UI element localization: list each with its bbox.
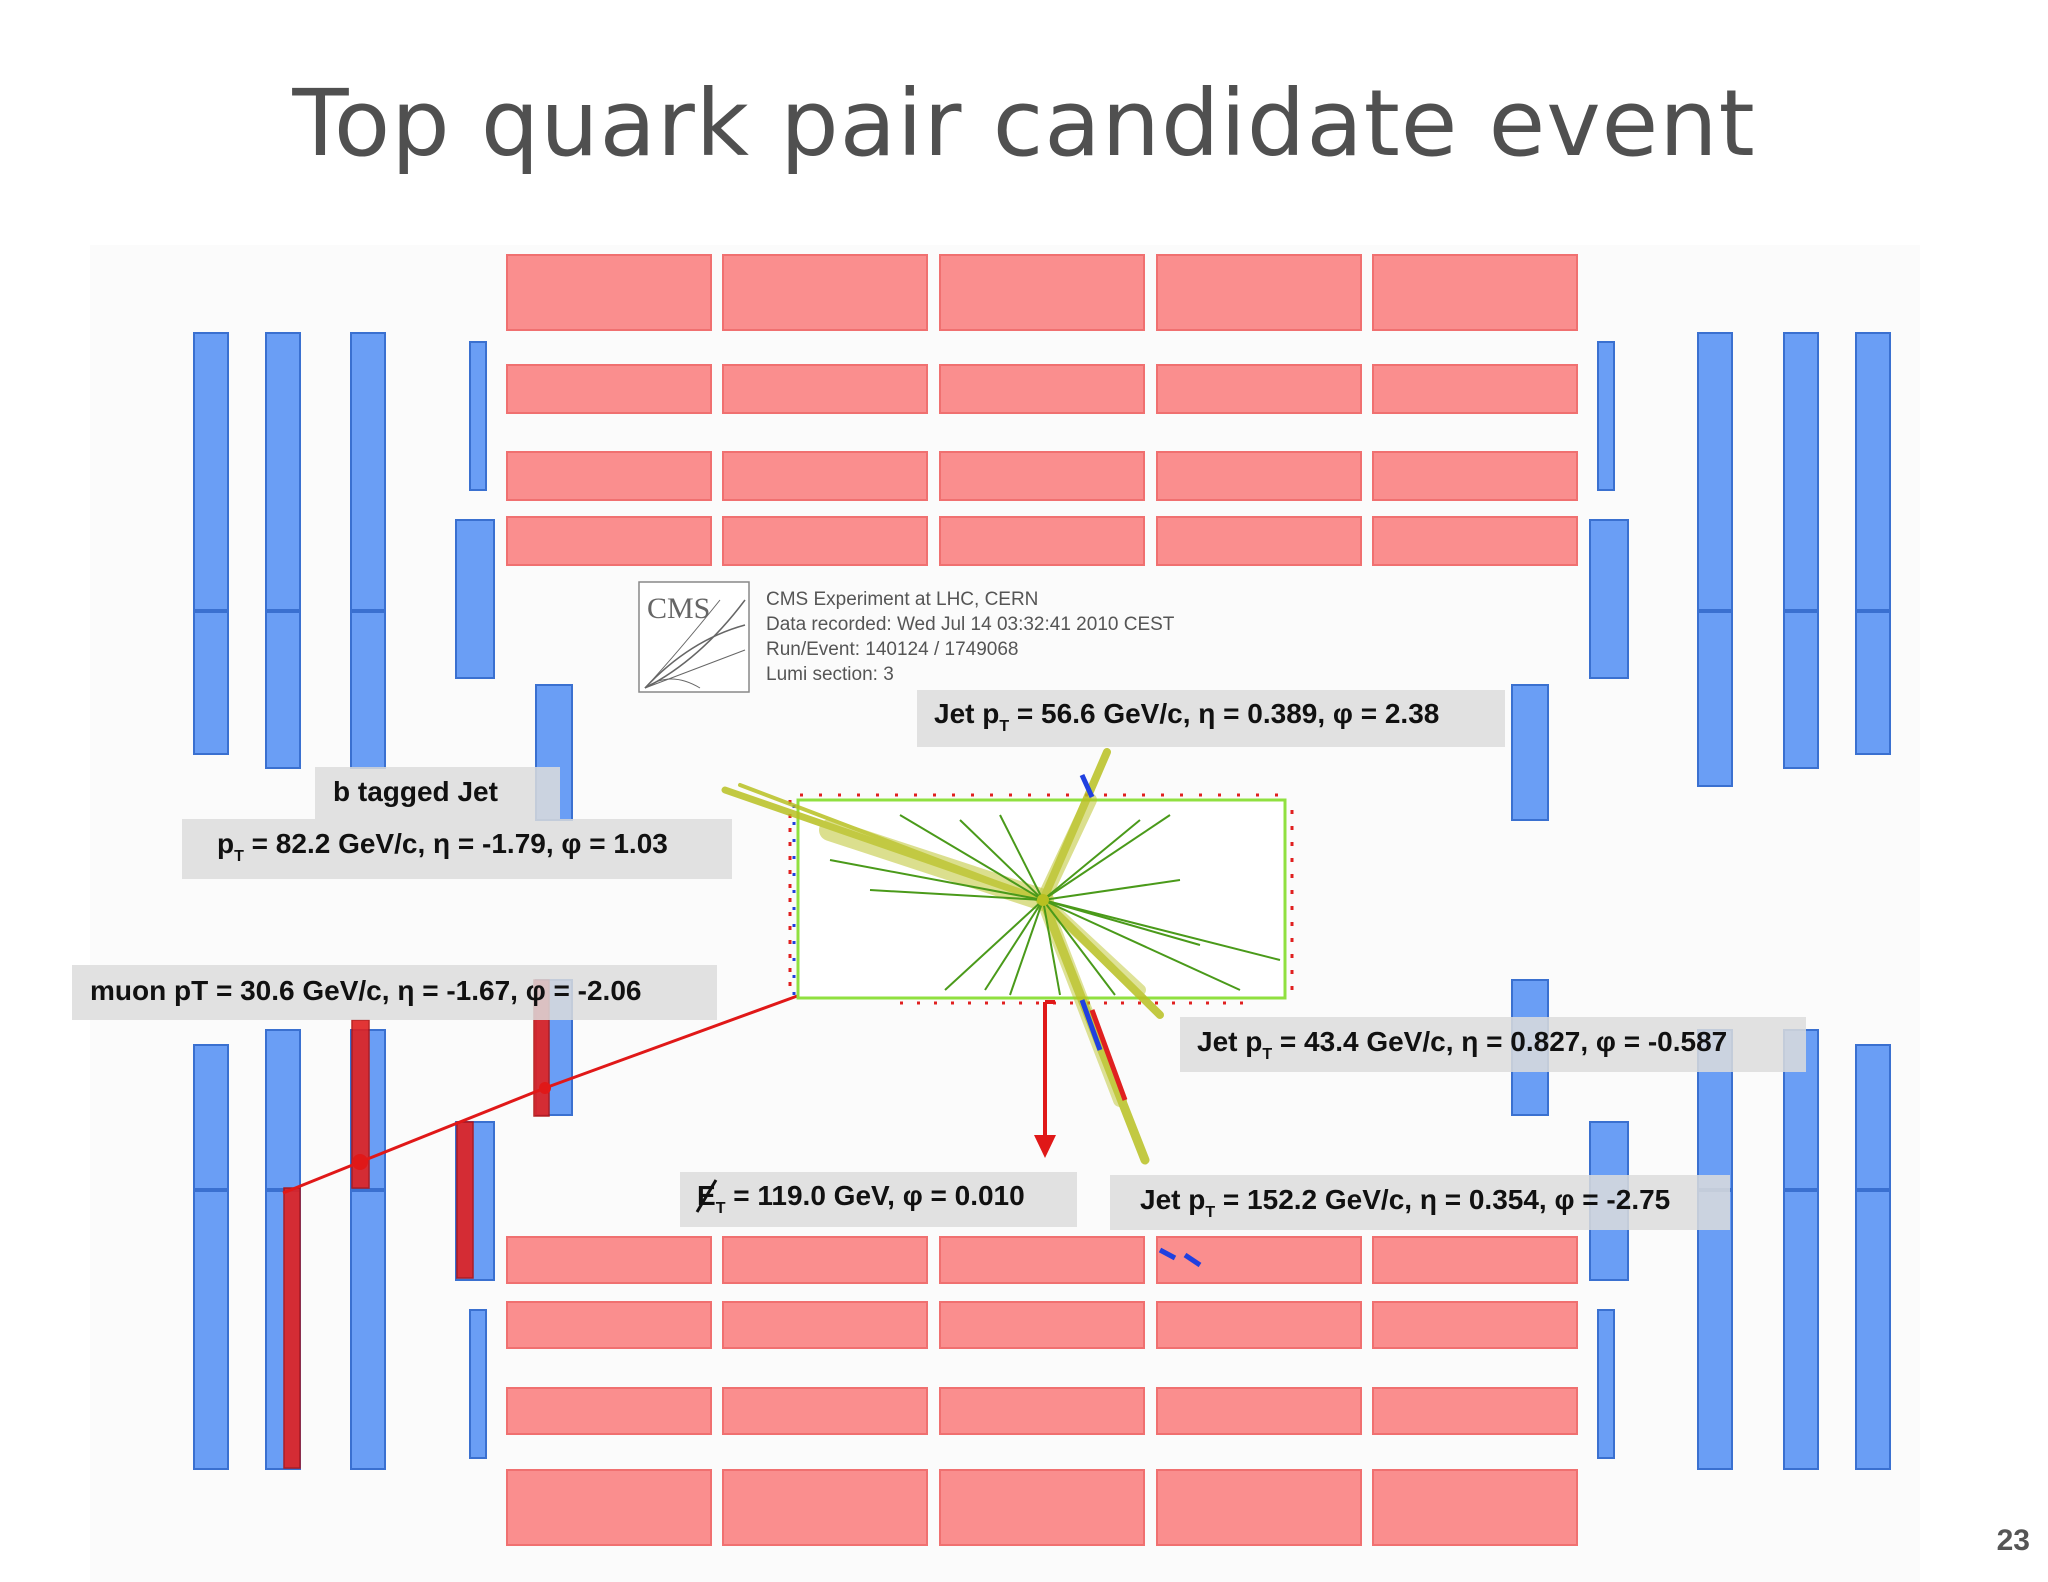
jet1-value: = 56.6 GeV/c, η = 0.389, φ = 2.38 (1009, 698, 1439, 729)
cms-info: CMS Experiment at LHC, CERN Data recorde… (766, 589, 1175, 685)
jet2-sub: T (1262, 1046, 1272, 1063)
primary-vertex (1037, 894, 1049, 906)
muon-hit-marker (352, 1154, 368, 1170)
cms-info-line: Run/Event: 140124 / 1749068 (766, 639, 1018, 660)
label-jet1: Jet pT = 56.6 GeV/c, η = 0.389, φ = 2.38 (917, 690, 1505, 747)
met-value: = 119.0 GeV, φ = 0.010 (725, 1180, 1024, 1211)
jet2-value: = 43.4 GeV/c, η = 0.827, φ = -0.587 (1272, 1026, 1727, 1057)
svg-text:Jet pT = 43.4 GeV/c, η = 0.82: Jet pT = 43.4 GeV/c, η = 0.827, φ = -0.5… (1197, 1026, 1727, 1063)
label-met: ET = 119.0 GeV, φ = 0.010 (680, 1172, 1077, 1227)
muon-hit-marker (539, 1082, 551, 1094)
cms-logo: CMS (638, 581, 750, 693)
hcal-bottom (506, 1236, 1578, 1546)
label-muon: muon pT = 30.6 GeV/c, η = -1.67, φ = -2.… (72, 965, 717, 1020)
jet-deposits (1079, 773, 1202, 1268)
label-jet3: Jet pT = 152.2 GeV/c, η = 0.354, φ = -2.… (1110, 1175, 1730, 1230)
tracks (829, 814, 1281, 996)
svg-text:Jet pT = 152.2 GeV/c, η = 0.35: Jet pT = 152.2 GeV/c, η = 0.354, φ = -2.… (1140, 1184, 1670, 1221)
svg-text:pT = 82.2 GeV/c, η = -1.79, φ: pT = 82.2 GeV/c, η = -1.79, φ = 1.03 (217, 828, 668, 865)
muon-hits (283, 979, 550, 1469)
svg-text:Jet pT = 56.6 GeV/c, η = 0.3: Jet pT = 56.6 GeV/c, η = 0.389, φ = 2.38 (934, 698, 1439, 735)
met-slash (695, 1179, 718, 1213)
jets (721, 748, 1164, 1165)
jet3-prefix: Jet p (1140, 1184, 1205, 1215)
btag-prefix: p (217, 828, 234, 859)
cms-info-line: Lumi section: 3 (766, 664, 894, 685)
slide-number: 23 (1996, 1524, 2030, 1557)
jet1-sub: T (999, 718, 1009, 735)
muon-label: muon pT = 30.6 GeV/c, η = -1.67, φ = -2.… (90, 975, 641, 1006)
jet2-prefix: Jet p (1197, 1026, 1262, 1057)
ecal-deposits (788, 793, 1294, 1005)
met-sub: T (716, 1200, 726, 1217)
btag-sub: T (234, 848, 244, 865)
btag-title: b tagged Jet (333, 776, 498, 807)
hcal-top (506, 254, 1578, 566)
cms-info-line: Data recorded: Wed Jul 14 03:32:41 2010 … (766, 614, 1175, 635)
cms-info-line: CMS Experiment at LHC, CERN (766, 589, 1038, 610)
btag-value: = 82.2 GeV/c, η = -1.79, φ = 1.03 (244, 828, 668, 859)
slide-title: Top quark pair candidate event (292, 70, 1756, 177)
jet1-prefix: Jet p (934, 698, 999, 729)
met-arrow (1034, 1000, 1056, 1158)
jet3-sub: T (1205, 1204, 1215, 1221)
label-btag: pT = 82.2 GeV/c, η = -1.79, φ = 1.03 (182, 819, 732, 879)
jet3-value: = 152.2 GeV/c, η = 0.354, φ = -2.75 (1215, 1184, 1670, 1215)
cms-logo-text: CMS (647, 592, 710, 625)
label-btag-title: b tagged Jet (315, 767, 560, 819)
svg-text:ET = 119.0 GeV, φ = 0.010: ET = 119.0 GeV, φ = 0.010 (697, 1180, 1025, 1217)
label-jet2: Jet pT = 43.4 GeV/c, η = 0.827, φ = -0.5… (1180, 1017, 1806, 1072)
